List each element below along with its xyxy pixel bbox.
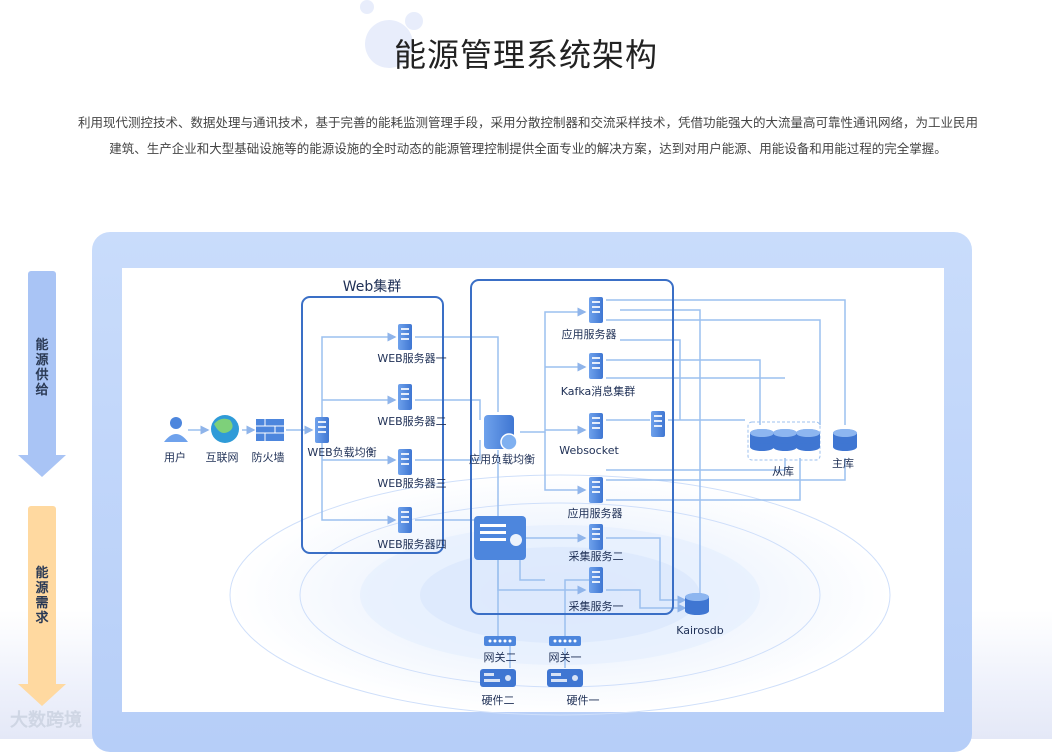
websocket-server-icon: [589, 413, 603, 439]
hardware-2-icon: [480, 669, 516, 687]
slave-db-icon-2: [773, 429, 797, 451]
page-description: 利用现代测控技术、数据处理与通讯技术，基于完善的能耗监测管理手段，采用分散控制器…: [22, 110, 1034, 162]
collect-2-server-icon: [589, 524, 603, 550]
demand-char: 求: [35, 611, 49, 626]
kairosdb-icon: [685, 593, 709, 615]
web-server-3-label: WEB服务器三: [377, 477, 446, 490]
web-server-1-icon: [398, 324, 412, 350]
decor-bubble: [365, 20, 413, 68]
web-server-3-icon: [398, 449, 412, 475]
demand-char: 能: [35, 566, 49, 581]
websocket-label: Websocket: [559, 444, 619, 457]
collect-1-label: 采集服务一: [569, 599, 624, 613]
firewall-label: 防火墙: [252, 450, 285, 464]
demand-char: 需: [35, 596, 49, 611]
hardware-1-label: 硬件一: [567, 694, 600, 707]
web-server-2-label: WEB服务器二: [377, 415, 446, 428]
supply-char: 给: [35, 383, 49, 398]
description-line-1: 利用现代测控技术、数据处理与通讯技术，基于完善的能耗监测管理手段，采用分散控制器…: [77, 115, 978, 130]
decor-bubble: [405, 12, 423, 30]
page-title: 能源管理系统架构: [393, 36, 658, 74]
app-cluster-box: [470, 279, 674, 615]
web-cluster-box: [301, 296, 444, 554]
web-server-4-label: WEB服务器四: [377, 538, 446, 551]
master-db-icon: [833, 429, 857, 451]
master-db-label: 主库: [832, 457, 854, 470]
gateway-2-label: 网关二: [484, 650, 517, 664]
firewall-icon: [256, 419, 284, 441]
web-cluster-title: Web集群: [343, 278, 402, 295]
description-line-2: 建筑、生产企业和大型基础设施等的能源设施的全时动态的能源管理控制提供全面专业的解…: [109, 141, 947, 156]
internet-globe-icon: [211, 415, 239, 443]
slave-db-icon-1: [750, 429, 774, 451]
kairosdb-label: Kairosdb: [676, 624, 724, 637]
kafka-label: Kafka消息集群: [561, 384, 636, 398]
slave-db-label: 从库: [772, 465, 794, 478]
kafka-server-icon: [589, 353, 603, 379]
app-server-top-icon: [589, 297, 603, 323]
collect-1-server-icon: [589, 567, 603, 593]
app-lb-icon: [484, 415, 518, 451]
app-lb-label: 应用负载均衡: [469, 452, 535, 466]
web-server-1-label: WEB服务器一: [377, 352, 446, 365]
internet-label: 互联网: [206, 451, 239, 464]
gateway-1-icon: [549, 636, 581, 646]
slave-db-icon-3: [796, 429, 820, 451]
collect-2-label: 采集服务二: [569, 549, 624, 563]
supply-char: 源: [35, 353, 49, 368]
web-server-4-icon: [398, 507, 412, 533]
demand-char: 源: [35, 581, 49, 596]
monitor-panel-icon: [474, 516, 526, 560]
gateway-2-icon: [484, 636, 516, 646]
supply-char: 能: [35, 338, 49, 353]
middle-server-icon: [651, 411, 665, 437]
decor-bubble: [360, 0, 374, 14]
slave-db-box: [747, 421, 821, 461]
supply-char: 供: [35, 368, 49, 383]
web-lb-label: WEB负载均衡: [307, 445, 376, 459]
user-icon: [164, 417, 188, 442]
app-server-bottom-label: 应用服务器: [568, 506, 623, 520]
user-label: 用户: [164, 450, 186, 464]
web-lb-server-icon: [315, 417, 329, 443]
app-server-bottom-icon: [589, 477, 603, 503]
web-server-2-icon: [398, 384, 412, 410]
hardware-2-label: 硬件二: [482, 694, 515, 707]
watermark: 大数跨境: [10, 710, 82, 731]
app-server-top-label: 应用服务器: [562, 327, 617, 341]
gateway-1-label: 网关一: [549, 650, 582, 664]
hardware-1-icon: [547, 669, 583, 687]
